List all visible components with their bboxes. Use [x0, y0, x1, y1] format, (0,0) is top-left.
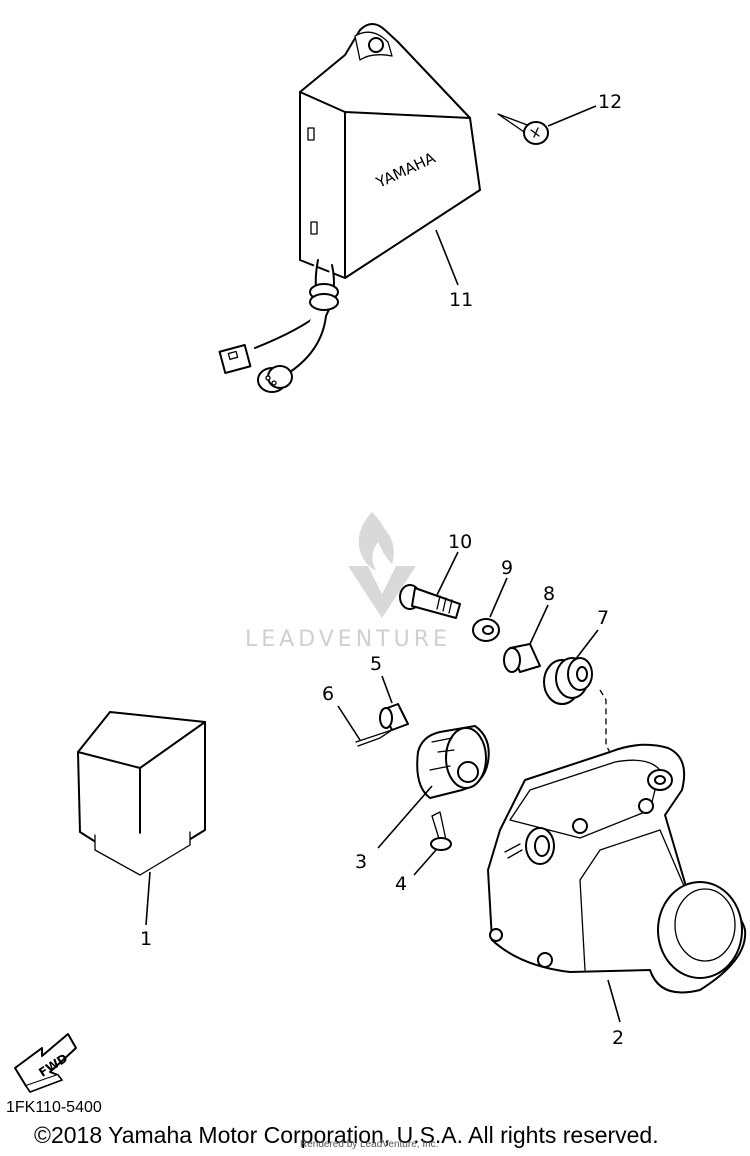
leadventure-watermark: LEADVENTURE — [245, 512, 451, 652]
part-5-pin — [379, 703, 409, 731]
part-8-collar — [503, 643, 541, 673]
fwd-arrow-icon: FWD — [14, 1033, 77, 1093]
part-3-lever — [416, 725, 490, 799]
rendered-by-credit: Rendered by LeadVenture, Inc. — [300, 1139, 439, 1150]
part-6-clip — [355, 729, 393, 747]
callout-9: 9 — [501, 557, 513, 579]
callout-8: 8 — [543, 583, 555, 605]
part-4-screw — [430, 811, 452, 851]
watermark-v-icon — [348, 566, 416, 618]
callout-6: 6 — [322, 683, 334, 705]
part-9-washer — [472, 618, 500, 642]
part-12-screw — [497, 113, 549, 145]
watermark-text: LEADVENTURE — [245, 627, 451, 652]
callout-4: 4 — [395, 873, 407, 895]
part-2-servo-motor — [487, 743, 747, 994]
callout-11: 11 — [449, 289, 473, 311]
callout-1: 1 — [140, 928, 152, 950]
copyright-notice: ©2018 Yamaha Motor Corporation, U.S.A. A… — [34, 1122, 659, 1148]
diagram-code: 1FK110-5400 — [6, 1099, 102, 1116]
callout-5: 5 — [370, 653, 382, 675]
part-7-grommet — [543, 657, 593, 705]
callout-7: 7 — [597, 607, 609, 629]
callout-2: 2 — [612, 1027, 624, 1049]
part-1-relay — [77, 711, 206, 876]
callout-3: 3 — [355, 851, 367, 873]
callout-12: 12 — [598, 91, 622, 113]
part-11-cdi-unit: YAMAHA — [218, 23, 481, 393]
part-10-bolt — [399, 584, 461, 619]
watermark-flame-icon — [358, 512, 394, 570]
callout-10: 10 — [448, 531, 472, 553]
